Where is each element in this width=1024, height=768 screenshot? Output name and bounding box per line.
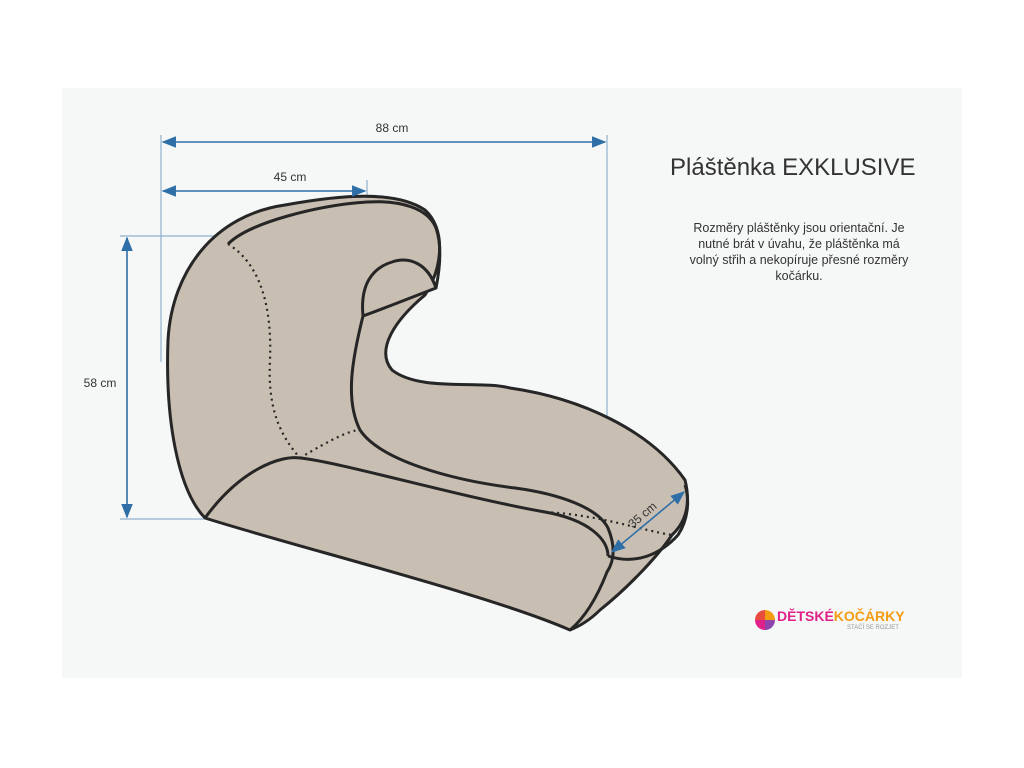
raincover-body — [166, 194, 690, 632]
arrow-width — [610, 491, 686, 553]
label-hood-length: 45 cm — [274, 170, 307, 184]
logo-wordmark-part1: DĚTSKÉ — [777, 608, 834, 624]
dimension-note: Rozměry pláštěnky jsou orientační. Je nu… — [689, 221, 909, 283]
logo-wordmark-part2: KOČÁRKY — [833, 608, 905, 624]
logo-tagline: STAČÍ SE ROZJET — [847, 625, 899, 631]
diagram-title: Pláštěnka EXKLUSIVE — [670, 154, 916, 181]
dimension-arrows — [121, 136, 686, 553]
logo-mark-icon — [755, 610, 775, 630]
label-height: 58 cm — [84, 376, 117, 390]
label-total-length: 88 cm — [376, 121, 409, 135]
logo-wordmark: DĚTSKÉKOČÁRKY — [777, 608, 905, 624]
